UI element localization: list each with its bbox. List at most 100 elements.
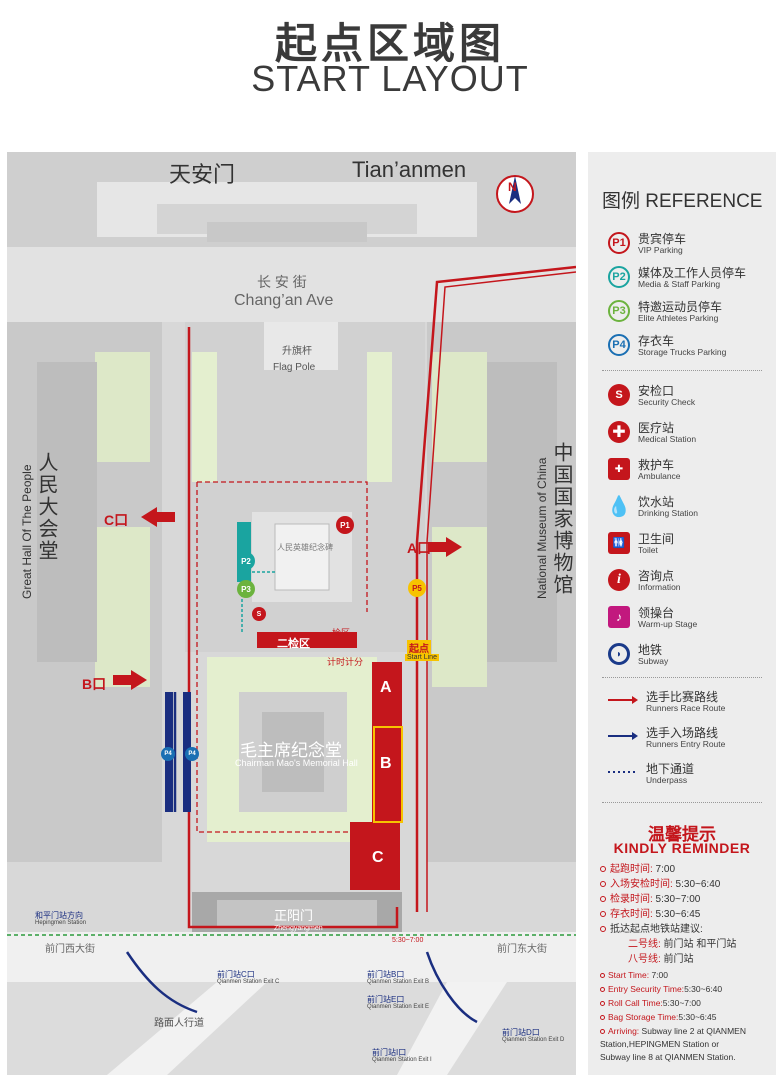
zone-a-block — [372, 662, 402, 727]
reminder-line: 二号线: 前门站 和平门站 — [628, 939, 737, 950]
flagpole-label-cn: 升旗杆 — [282, 346, 312, 357]
flagpole-label-en: Flag Pole — [273, 362, 316, 373]
reminder-en-line: Station,HEPINGMEN Station or — [600, 1039, 720, 1049]
exit-e-label-en: Qianmen Station Exit E — [367, 1004, 430, 1010]
gate-c-arrow — [141, 507, 175, 527]
legend-label-cn: 饮水站 — [638, 495, 675, 509]
legend-item-vip-parking: P1 贵宾停车 VIP Parking — [608, 230, 776, 260]
exit-e-label-cn: 前门站E口 — [367, 995, 405, 1004]
legend-label-cn: 选手比赛路线 — [646, 690, 719, 704]
gate-c-label: C口 — [104, 512, 129, 528]
start-label-en: Start Line — [405, 654, 439, 661]
map-drawing — [7, 152, 576, 1075]
legend-title: 图例 REFERENCE — [602, 191, 763, 212]
security-check-marker[interactable]: S — [252, 607, 266, 621]
start-label-cn: 起点 — [407, 640, 431, 655]
zone-b-label: B — [380, 755, 392, 772]
gate-a-arrow — [428, 537, 462, 557]
p4-marker-left[interactable]: P4 — [161, 747, 175, 761]
p2-icon: P2 — [608, 266, 630, 288]
legend-item-elite-parking: P3 特邀运动员停车 Elite Athletes Parking — [608, 298, 776, 328]
qianmen-east-label: 前门东大街 — [497, 944, 547, 955]
legend-item-toilet: 🚻 卫生间 Toilet — [608, 530, 776, 560]
p3-marker[interactable]: P3 — [237, 580, 255, 598]
legend-label-en: Runners Race Route — [646, 703, 726, 713]
exit-i-label-en: Qianmen Station Exit I — [372, 1057, 432, 1063]
start-area-map[interactable]: 天安门 Tian’anmen N 长 安 街 Chang’an Ave 升旗杆 … — [7, 152, 576, 1075]
page-title-cn: 起点区域图 — [274, 20, 505, 67]
changan-label-cn: 长 安 街 — [257, 274, 307, 290]
north-label: N — [508, 180, 517, 194]
timing-label: 计时计分 — [327, 657, 364, 667]
p4-marker-right[interactable]: P4 — [185, 747, 199, 761]
exit-d-label-en: Qianmen Station Exit D — [502, 1037, 565, 1043]
bullet-icon — [600, 896, 606, 903]
legend-item-drinking: 💧 饮水站 Drinking Station — [606, 493, 776, 523]
warmup-stage-icon: ♪ — [608, 606, 630, 628]
p1-marker[interactable]: P1 — [336, 516, 354, 534]
memorial-label-cn: 毛主席纪念堂 — [240, 741, 342, 760]
page-title-en: START LAYOUT — [251, 58, 529, 99]
bullet-icon — [600, 1029, 605, 1034]
hepingmen-label-cn: 和平门站方向 — [35, 911, 83, 920]
legend-label-cn: 媒体及工作人员停车 — [638, 266, 747, 280]
gate-b-label: B口 — [82, 676, 107, 692]
qianmen-west-label: 前门西大街 — [45, 944, 95, 955]
bullet-icon — [600, 926, 606, 933]
changan-label-en: Chang’an Ave — [234, 292, 334, 309]
bullet-icon — [600, 1001, 605, 1006]
subway-icon: ◗ — [608, 643, 630, 665]
water-drop-icon: 💧 — [606, 495, 632, 518]
reminder-en-line: Arriving: Subway line 2 at QIANMEN — [600, 1026, 746, 1036]
great-hall-label-en: Great Hall Of The People — [20, 464, 34, 599]
p3-icon: P3 — [608, 300, 630, 322]
bullet-icon — [600, 987, 605, 992]
gate-b-arrow — [113, 670, 147, 690]
p2-marker[interactable]: P2 — [237, 552, 255, 570]
legend-label-en: Elite Athletes Parking — [638, 313, 719, 323]
legend-label-cn: 领操台 — [638, 606, 675, 620]
legend-item-media-parking: P2 媒体及工作人员停车 Media & Staff Parking — [608, 264, 776, 294]
race-route-arrow-icon — [608, 696, 638, 704]
bullet-icon — [600, 881, 606, 888]
zone-c-label: C — [372, 849, 384, 866]
exit-c-label-en: Qianmen Station Exit C — [217, 979, 280, 985]
time-label: 5:30~7:00 — [392, 937, 424, 944]
legend-label-cn: 卫生间 — [638, 532, 675, 546]
legend-label-cn: 存衣车 — [638, 334, 675, 348]
bullet-icon — [600, 973, 605, 978]
legend-label-en: Subway — [638, 656, 669, 666]
legend-panel: 图例 REFERENCE P1 贵宾停车 VIP Parking P2 媒体及工… — [588, 152, 776, 1075]
legend-label-en: Warm-up Stage — [638, 619, 698, 629]
tiananmen-label-cn: 天安门 — [169, 162, 236, 187]
legend-label-en: Drinking Station — [638, 508, 699, 518]
reminder-line: 起跑时间: 7:00 — [600, 860, 675, 875]
legend-label-cn: 地下通道 — [646, 762, 695, 776]
great-hall-label-cn: 人民大会堂 — [35, 452, 57, 562]
legend-label-en: VIP Parking — [638, 245, 683, 255]
toilet-icon: 🚻 — [608, 532, 630, 554]
hepingmen-label-en: Hepingmen Station — [35, 920, 87, 926]
zhengyangmen-label-en: Zhengyangmen — [274, 925, 323, 932]
changan-avenue — [7, 247, 576, 322]
reminder-line: 抵达起点地铁站建议: — [600, 920, 703, 935]
qianmen-street — [7, 932, 576, 982]
reminder-line: 检录时间: 5:30~7:00 — [600, 890, 700, 905]
reminder-title-en: KINDLY REMINDER — [613, 840, 751, 856]
security-check-icon: S — [608, 384, 630, 406]
reminder-en-line: Bag Storage Time:5:30~6:45 — [600, 1012, 716, 1022]
underpass-dotted-icon — [608, 771, 638, 773]
p1-icon: P1 — [608, 232, 630, 254]
p5-marker[interactable]: P5 — [408, 579, 426, 597]
legend-label-cn: 救护车 — [638, 458, 675, 472]
exit-c-label-cn: 前门站C口 — [217, 970, 255, 979]
exit-d-label-cn: 前门站D口 — [502, 1028, 540, 1037]
flagpole-area — [264, 322, 338, 370]
checkpoint1-label: 一检区 — [323, 628, 351, 638]
zone-b-block — [372, 727, 402, 822]
entry-route-arrow-icon — [608, 732, 638, 740]
checkpoint2-label: 二检区 — [277, 638, 310, 650]
reminder-en-line: Entry Security Time:5:30~6:40 — [600, 984, 722, 994]
legend-label-cn: 地铁 — [638, 643, 663, 657]
legend-label-cn: 贵宾停车 — [638, 232, 687, 246]
